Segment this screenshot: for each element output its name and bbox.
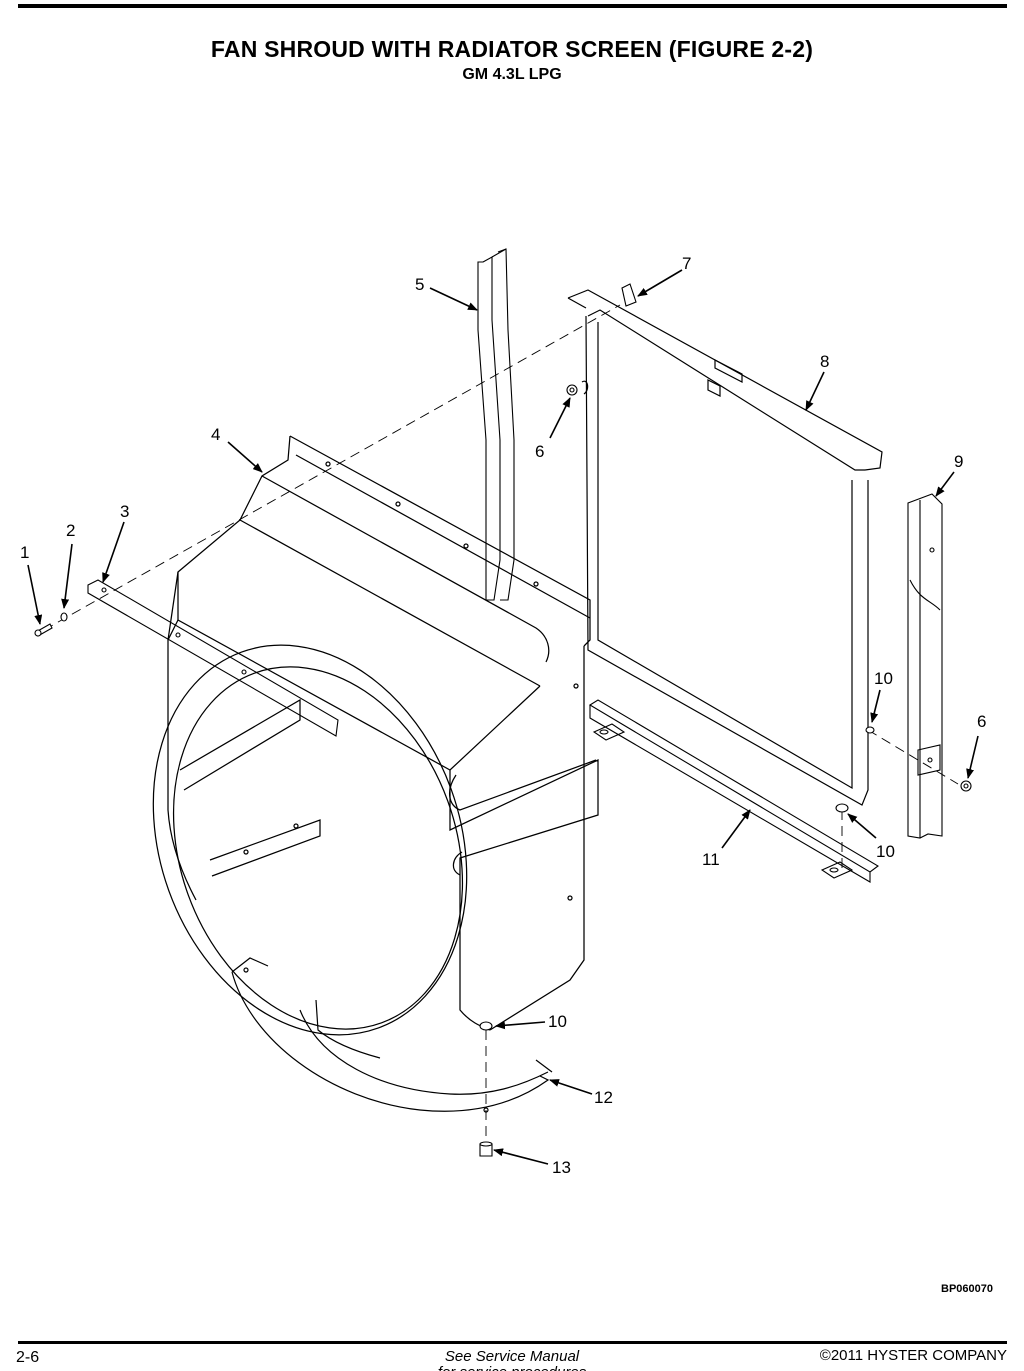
callout-10-bottom: 10 [548,1012,567,1031]
washer-item-10-right [865,726,875,734]
callout-9: 9 [954,452,963,471]
callout-3: 3 [120,502,129,521]
page-number: 2-6 [16,1349,40,1366]
nut-item-6-upper [566,384,578,396]
fasteners [34,283,972,1157]
callout-1: 1 [20,543,29,562]
side-bracket-part [907,493,943,839]
screw-item-1 [34,623,53,637]
figure-id: BP060070 [941,1283,993,1295]
leader-lines [27,269,979,1165]
callout-12: 12 [594,1088,613,1107]
washer-item-2 [60,612,68,622]
callout-labels: 1 2 3 4 5 6 7 8 9 10 6 10 11 10 12 13 [20,254,986,1177]
callout-2: 2 [66,521,75,540]
bottom-channel-part [588,699,879,883]
clip-item-7 [621,283,637,307]
washer-item-10-bottom [479,1021,493,1031]
callout-6-lower: 6 [977,712,986,731]
callout-10-channel: 10 [876,842,895,861]
callout-6-upper: 6 [535,442,544,461]
bottom-rule [18,1341,1007,1344]
callout-13: 13 [552,1158,571,1177]
callout-7: 7 [682,254,691,273]
screw-item-13 [479,1141,493,1157]
copyright: ©2011 HYSTER COMPANY [819,1347,1007,1364]
lower-shroud-part [231,957,553,1113]
radiator-screen-part [567,289,883,806]
vertical-bracket-part [477,248,515,601]
washer-item-10-channel [835,803,849,813]
nut-item-6-lower [960,780,972,792]
callout-11: 11 [702,850,720,869]
callout-10-right: 10 [874,669,893,688]
strap-part [87,579,339,737]
page-title: FAN SHROUD WITH RADIATOR SCREEN (FIGURE … [210,36,814,62]
fan-shroud-part [152,435,599,1036]
footer-note: See Service Manual [444,1348,580,1365]
page-subtitle: GM 4.3L LPG [462,66,562,83]
callout-5: 5 [415,275,424,294]
callout-8: 8 [820,352,829,371]
alignment-lines [43,304,959,1145]
footer-note-line-2: for service procedures [0,1364,1024,1371]
callout-4: 4 [211,425,220,444]
top-rule [18,4,1007,8]
